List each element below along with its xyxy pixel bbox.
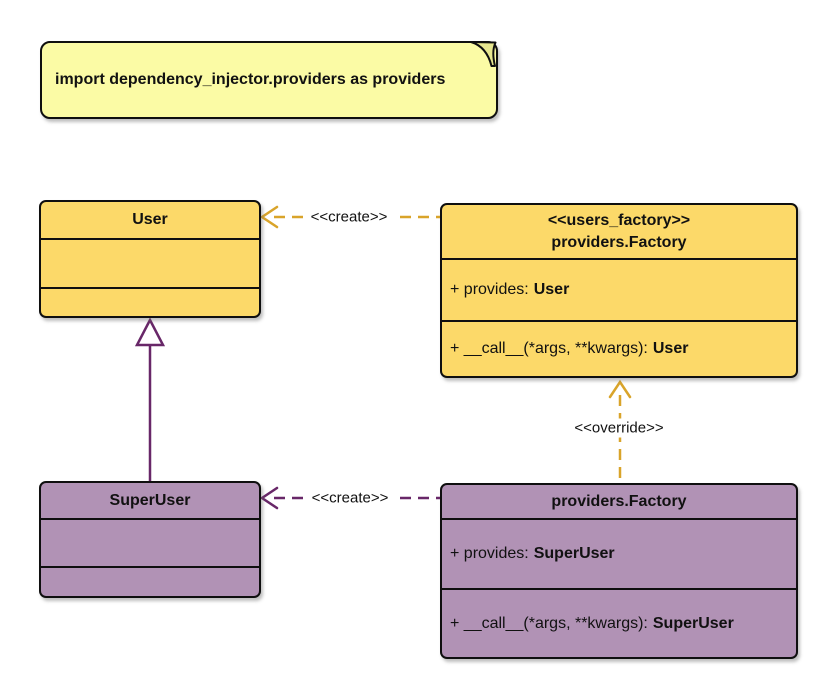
class-users-factory: <<users_factory>> providers.Factory + pr… [440, 203, 798, 378]
class-superusers-factory: providers.Factory + provides: SuperUser … [440, 483, 798, 659]
class-superusers-factory-fields: + provides: SuperUser [442, 518, 796, 588]
class-users-factory-title: <<users_factory>> providers.Factory [442, 205, 796, 258]
class-superusers-factory-methods: + __call__(*args, **kwargs): SuperUser [442, 588, 796, 657]
class-superusers-factory-title: providers.Factory [442, 485, 796, 518]
create-user-edge-label: <<create>> [304, 207, 394, 227]
edge-generalization [134, 317, 166, 481]
class-superuser-title: SuperUser [41, 483, 259, 518]
member-provides: + provides: User [450, 281, 570, 298]
member-call: + __call__(*args, **kwargs): User [450, 340, 689, 357]
override-edge-label: <<override>> [568, 418, 670, 438]
open-arrowhead-icon [259, 205, 279, 229]
class-stereotype: <<users_factory>> [547, 211, 691, 229]
member-call: + __call__(*args, **kwargs): SuperUser [450, 614, 734, 632]
class-users-factory-methods: + __call__(*args, **kwargs): User [442, 320, 796, 376]
class-name: providers.Factory [551, 233, 687, 251]
class-superuser: SuperUser [39, 481, 261, 598]
class-name: SuperUser [109, 491, 191, 509]
open-arrowhead-icon [259, 486, 279, 510]
class-user-methods [41, 287, 259, 316]
class-user: User [39, 200, 261, 318]
class-superuser-methods [41, 566, 259, 596]
edge-override [608, 379, 632, 483]
class-user-title: User [41, 202, 259, 238]
open-arrowhead-icon [608, 379, 632, 399]
note-fold-icon [470, 41, 497, 67]
member-provides: + provides: SuperUser [450, 545, 615, 562]
class-users-factory-fields: + provides: User [442, 258, 796, 320]
class-superuser-fields [41, 518, 259, 566]
import-note-text: import dependency_injector.providers as … [55, 71, 446, 88]
class-name: User [132, 211, 168, 228]
hollow-triangle-icon [134, 317, 166, 347]
class-name: providers.Factory [551, 492, 687, 510]
import-note: import dependency_injector.providers as … [40, 41, 498, 119]
create-superuser-edge-label: <<create>> [305, 488, 395, 508]
class-user-fields [41, 238, 259, 287]
